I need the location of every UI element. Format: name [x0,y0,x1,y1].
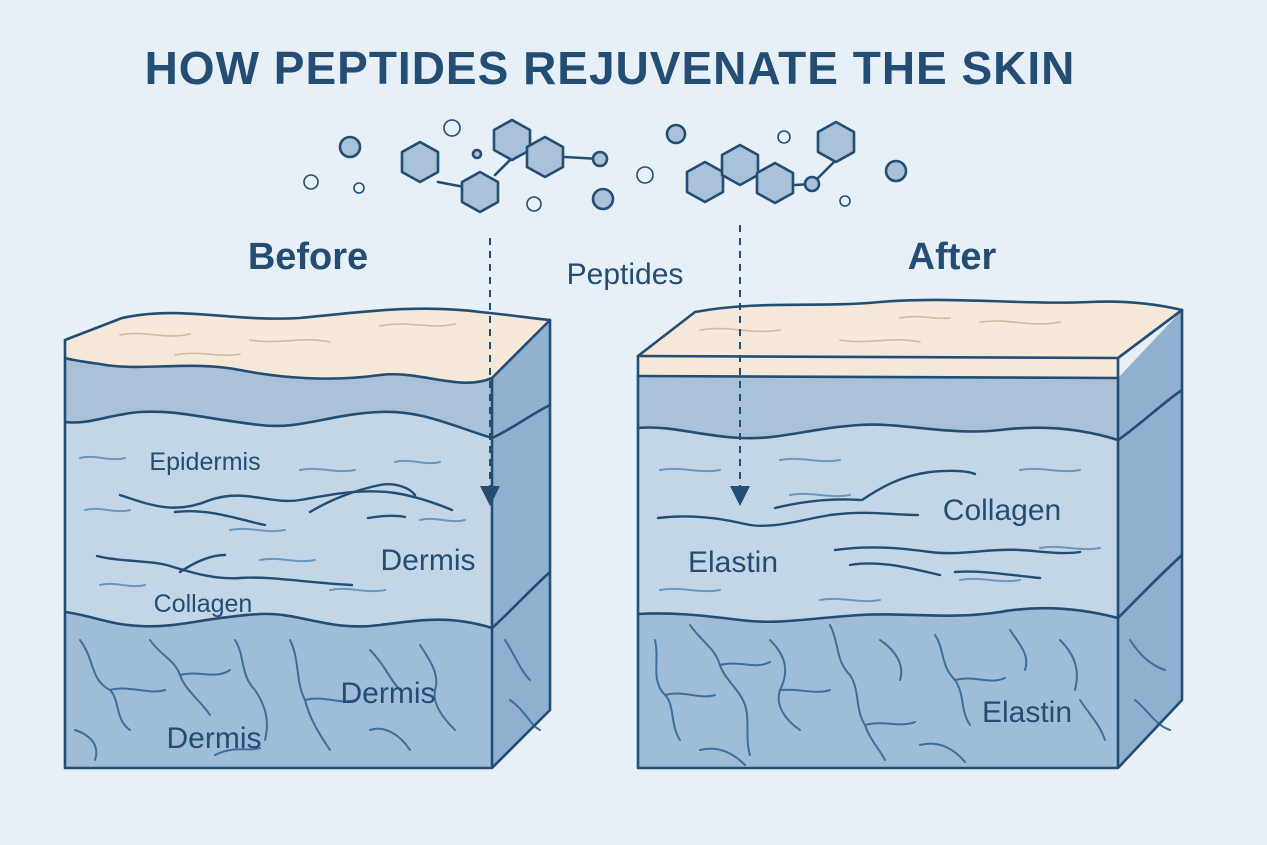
after-skin-block: Collagen Elastin Elastin [636,298,1184,770]
before-skin-block: Epidermis Dermis Collagen Dermis Dermis [63,307,552,770]
before-epidermis-label: Epidermis [149,448,260,476]
after-collagen-fibers [656,469,1082,580]
after-collagen-label: Collagen [943,494,1061,527]
after-side-face [1118,310,1182,768]
before-heading: Before [248,236,368,278]
peptide-particles [303,119,908,212]
peptide-molecules [303,118,908,214]
before-lower-dermis-label-right: Dermis [341,677,436,710]
before-epidermis-band [65,358,492,438]
page-title: HOW PEPTIDES REJUVENATE THE SKIN [145,42,1076,94]
before-side-face [492,320,550,768]
after-skin-surface [638,299,1182,378]
before-dermis-layer [65,411,492,628]
before-dermis-label: Dermis [381,544,476,577]
after-epidermis-band [638,376,1118,440]
after-elastin-label: Elastin [688,546,778,579]
peptide-molecule-right [685,120,856,205]
before-collagen-fibers [95,483,454,587]
peptides-label: Peptides [567,258,684,291]
before-skin-surface [65,308,550,383]
peptide-molecule-left [400,118,609,214]
after-heading: After [908,236,997,278]
after-lower-elastin-label: Elastin [982,696,1072,729]
after-lower-layer [638,608,1118,768]
before-cell-network [74,639,541,761]
after-cell-network [654,624,1171,766]
before-collagen-label: Collagen [154,590,253,618]
before-lower-dermis-label-left: Dermis [167,722,262,755]
